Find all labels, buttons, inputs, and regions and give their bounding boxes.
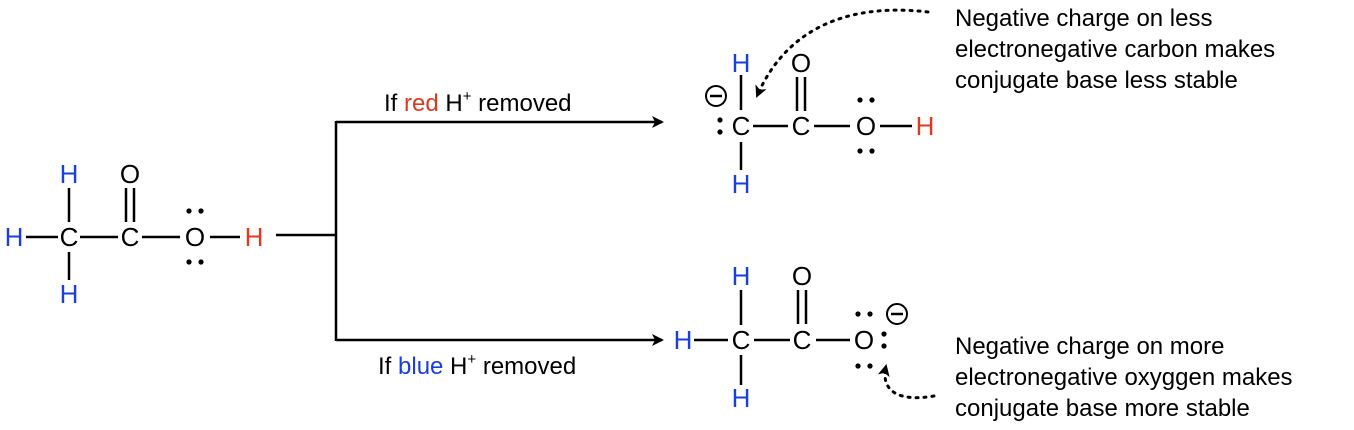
note-line: conjugate base more stable <box>955 395 1250 422</box>
atom-c: C <box>732 325 751 355</box>
atom-o: O <box>120 159 140 189</box>
note-bottom: Negative charge on more electronegative … <box>955 333 1293 422</box>
atom-h-blue: H <box>732 383 751 413</box>
atom-h-red: H <box>916 111 935 141</box>
atom-h-blue: H <box>732 48 751 78</box>
negative-charge-icon <box>886 303 908 325</box>
atom-c: C <box>60 222 79 252</box>
atom-h-blue: H <box>5 222 24 252</box>
label-red-word: red <box>404 90 439 117</box>
lone-pair <box>186 259 204 265</box>
atom-c-anion: C <box>732 111 751 141</box>
atom-h-blue: H <box>674 325 693 355</box>
label-red-h-removed: If red H+ removed <box>384 88 572 117</box>
lone-pair <box>717 117 723 135</box>
note-top: Negative charge on less electronegative … <box>955 5 1275 94</box>
dotted-pointer-arrow-top <box>755 8 930 98</box>
atom-o: O <box>856 111 876 141</box>
atom-c: C <box>121 222 140 252</box>
note-line: electronegative oxyggen makes <box>955 364 1293 391</box>
atom-o: O <box>792 261 812 291</box>
lone-pair <box>857 148 875 154</box>
atom-o: O <box>185 222 205 252</box>
lone-pair <box>186 208 204 214</box>
lone-pair <box>855 311 873 317</box>
atom-h-blue: H <box>732 261 751 291</box>
carboxylate-product: H C H H C O O <box>674 261 908 413</box>
reaction-branch <box>276 116 664 346</box>
atom-h-blue: H <box>60 279 79 309</box>
lone-pair <box>855 363 873 369</box>
atom-h-red: H <box>245 222 264 252</box>
note-line: Negative charge on less <box>955 5 1212 32</box>
lone-pair <box>857 97 875 103</box>
atom-c: C <box>793 325 812 355</box>
atom-h-blue: H <box>732 169 751 199</box>
atom-o: O <box>791 48 811 78</box>
note-line: electronegative carbon makes <box>955 36 1275 63</box>
negative-charge-icon <box>705 85 727 107</box>
note-line: conjugate base less stable <box>955 67 1238 94</box>
note-line: Negative charge on more <box>955 333 1224 360</box>
label-blue-h-removed: If blue H+ removed <box>378 351 576 380</box>
carbanion-product: H C H C O O H <box>705 48 935 199</box>
dotted-pointer-arrow-bottom <box>877 364 936 400</box>
acetic-acid-molecule: H C H H C O O H <box>5 159 264 309</box>
atom-h-blue: H <box>60 159 79 189</box>
label-blue-word: blue <box>398 353 443 380</box>
atom-c: C <box>792 111 811 141</box>
atom-o-anion: O <box>854 325 874 355</box>
lone-pair <box>881 331 887 349</box>
